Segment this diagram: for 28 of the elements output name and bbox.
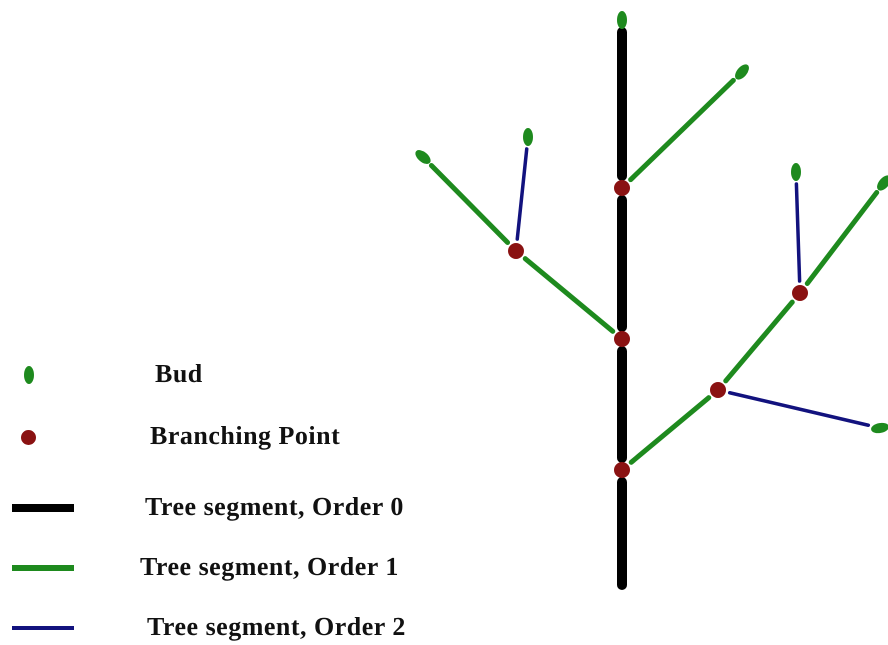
legend-label: Bud bbox=[155, 359, 203, 389]
tree-segment bbox=[516, 147, 528, 241]
branching-point bbox=[710, 382, 726, 398]
tree-segment bbox=[728, 391, 870, 427]
tree-segment bbox=[628, 395, 712, 465]
branching-point bbox=[508, 243, 524, 259]
branching-point bbox=[792, 285, 808, 301]
legend-label: Tree segment, Order 0 bbox=[145, 492, 404, 522]
tree-segment bbox=[617, 346, 627, 463]
tree-segment bbox=[428, 163, 510, 245]
bud-marker bbox=[870, 422, 888, 434]
tree-segment bbox=[617, 477, 627, 590]
tree-segment bbox=[804, 190, 880, 286]
branching-point bbox=[614, 331, 630, 347]
bud-marker bbox=[617, 11, 627, 29]
legend-label: Tree segment, Order 1 bbox=[140, 552, 399, 582]
bud-marker bbox=[523, 128, 533, 146]
legend-label: Tree segment, Order 2 bbox=[147, 612, 406, 642]
tree-segment bbox=[522, 256, 616, 334]
branching-point bbox=[614, 462, 630, 478]
tree-segment bbox=[617, 195, 627, 332]
tree-segment bbox=[723, 300, 795, 384]
bud-marker bbox=[791, 163, 801, 181]
tree-segment bbox=[617, 27, 627, 181]
tree-segment bbox=[794, 182, 802, 283]
legend-label: Branching Point bbox=[150, 421, 340, 451]
branching-point bbox=[614, 180, 630, 196]
tree-segment bbox=[628, 78, 736, 182]
